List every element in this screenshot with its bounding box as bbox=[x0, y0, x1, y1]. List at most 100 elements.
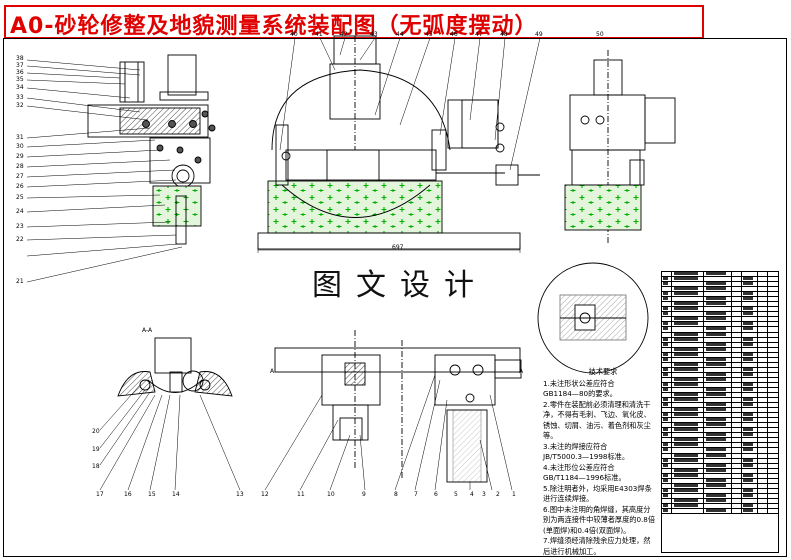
table-cell-mark bbox=[706, 327, 726, 330]
watermark: 图文设计 bbox=[312, 268, 488, 303]
part-number: 34 bbox=[16, 84, 24, 91]
table-cell-mark bbox=[663, 433, 668, 436]
note-line: 锈蚀、切屑、油污、着色剂和灰尘 bbox=[543, 420, 651, 430]
part-number: 32 bbox=[16, 102, 24, 109]
note-line: 进行连续焊接。 bbox=[543, 494, 594, 503]
table-cell-mark bbox=[743, 368, 753, 371]
table-cell-mark bbox=[706, 433, 726, 436]
part-number: 6 bbox=[434, 491, 438, 498]
table-cell-mark bbox=[706, 438, 726, 441]
table-column-rule bbox=[741, 271, 742, 513]
table-rule bbox=[661, 463, 779, 464]
table-rule bbox=[661, 468, 779, 469]
note-line: 7.焊缝须经清除残余应力处理，然 bbox=[543, 536, 651, 545]
table-cell-mark bbox=[674, 423, 698, 426]
table-cell-mark bbox=[706, 312, 726, 315]
part-number: 42 bbox=[340, 31, 348, 38]
table-cell-mark bbox=[663, 312, 668, 315]
note-line: 5.除注明者外，均采用E4303焊条 bbox=[543, 483, 652, 493]
table-rule bbox=[661, 357, 779, 358]
table-cell-mark bbox=[743, 398, 753, 401]
table-cell-mark bbox=[663, 343, 668, 346]
table-cell-mark bbox=[743, 494, 753, 497]
table-cell-mark bbox=[743, 464, 753, 467]
parts-list-table bbox=[661, 271, 779, 514]
table-cell-mark bbox=[743, 418, 753, 421]
table-rule bbox=[661, 311, 779, 312]
table-rule bbox=[661, 392, 779, 393]
table-cell-mark bbox=[743, 373, 753, 376]
table-rule bbox=[661, 473, 779, 474]
table-cell-mark bbox=[674, 428, 698, 431]
part-number: 27 bbox=[16, 173, 24, 180]
table-cell-mark bbox=[743, 358, 753, 361]
note-line: 3.未注的焊接应符合 bbox=[543, 441, 608, 451]
table-cell-mark bbox=[674, 474, 698, 477]
part-number: 18 bbox=[92, 463, 100, 470]
table-cell-mark bbox=[706, 454, 726, 457]
table-cell-mark bbox=[743, 292, 753, 295]
table-cell-mark bbox=[743, 459, 753, 462]
table-cell-mark bbox=[674, 287, 698, 290]
title-bar: A0-砂轮修整及地貌测量系统装配图（无弧度摆动） bbox=[4, 5, 704, 39]
note-line: GB/T1184—1996标准。 bbox=[543, 473, 626, 482]
part-number: 11 bbox=[297, 491, 305, 498]
table-cell-mark bbox=[663, 297, 668, 300]
table-cell-mark bbox=[663, 448, 668, 451]
table-rule bbox=[661, 316, 779, 317]
table-cell-mark bbox=[674, 484, 698, 487]
part-number: 43 bbox=[370, 31, 378, 38]
table-cell-mark bbox=[743, 383, 753, 386]
bottom-view bbox=[274, 330, 522, 483]
right-side-view bbox=[564, 50, 676, 245]
table-rule bbox=[661, 402, 779, 403]
drawing-frame bbox=[3, 38, 787, 557]
section-a-a bbox=[117, 337, 233, 397]
table-rule bbox=[661, 271, 779, 272]
section-label: A-A bbox=[142, 327, 153, 334]
table-cell-mark bbox=[663, 494, 668, 497]
part-number: 24 bbox=[16, 208, 24, 215]
table-cell-mark bbox=[706, 494, 726, 497]
part-number: 49 bbox=[535, 31, 543, 38]
table-cell-mark bbox=[706, 348, 726, 351]
part-number: 40 bbox=[290, 31, 298, 38]
part-number: 22 bbox=[16, 236, 24, 243]
table-cell-mark bbox=[674, 499, 698, 502]
table-cell-mark bbox=[743, 307, 753, 310]
notes-heading: 技术要求 bbox=[588, 367, 618, 376]
section-leaders bbox=[99, 384, 241, 491]
table-cell-mark bbox=[706, 448, 726, 451]
table-cell-mark bbox=[663, 383, 668, 386]
table-cell-mark bbox=[674, 454, 698, 457]
table-cell-mark bbox=[663, 428, 668, 431]
table-cell-mark bbox=[706, 333, 726, 336]
detail-view bbox=[537, 262, 649, 374]
technical-requirements: 技术要求 1.未注形状公差应符合 GB1184—80的要求。 2.零件在装配前必… bbox=[543, 367, 663, 557]
part-number: 23 bbox=[16, 223, 24, 230]
table-rule bbox=[661, 422, 779, 423]
table-cell-mark bbox=[674, 489, 698, 492]
note-line: GB1184—80的要求。 bbox=[543, 389, 617, 398]
table-cell-mark bbox=[743, 343, 753, 346]
view-marker-a-left: A bbox=[270, 368, 275, 375]
part-number: 28 bbox=[16, 163, 24, 170]
table-cell-mark bbox=[706, 388, 726, 391]
table-cell-mark bbox=[743, 428, 753, 431]
overall-width-dimension: 697 bbox=[392, 244, 404, 251]
part-number: 41 bbox=[315, 31, 323, 38]
table-cell-mark bbox=[663, 464, 668, 467]
table-cell-mark bbox=[674, 338, 698, 341]
table-cell-mark bbox=[743, 282, 753, 285]
view-marker-a-right: A bbox=[519, 368, 524, 375]
table-cell-mark bbox=[743, 338, 753, 341]
table-rule bbox=[661, 508, 779, 509]
part-number: 37 bbox=[16, 62, 24, 69]
table-rule bbox=[661, 397, 779, 398]
table-cell-mark bbox=[706, 403, 726, 406]
table-cell-mark bbox=[663, 292, 668, 295]
table-cell-mark bbox=[706, 509, 726, 512]
table-cell-mark bbox=[674, 393, 698, 396]
table-rule bbox=[661, 377, 779, 378]
part-number: 45 bbox=[425, 31, 433, 38]
